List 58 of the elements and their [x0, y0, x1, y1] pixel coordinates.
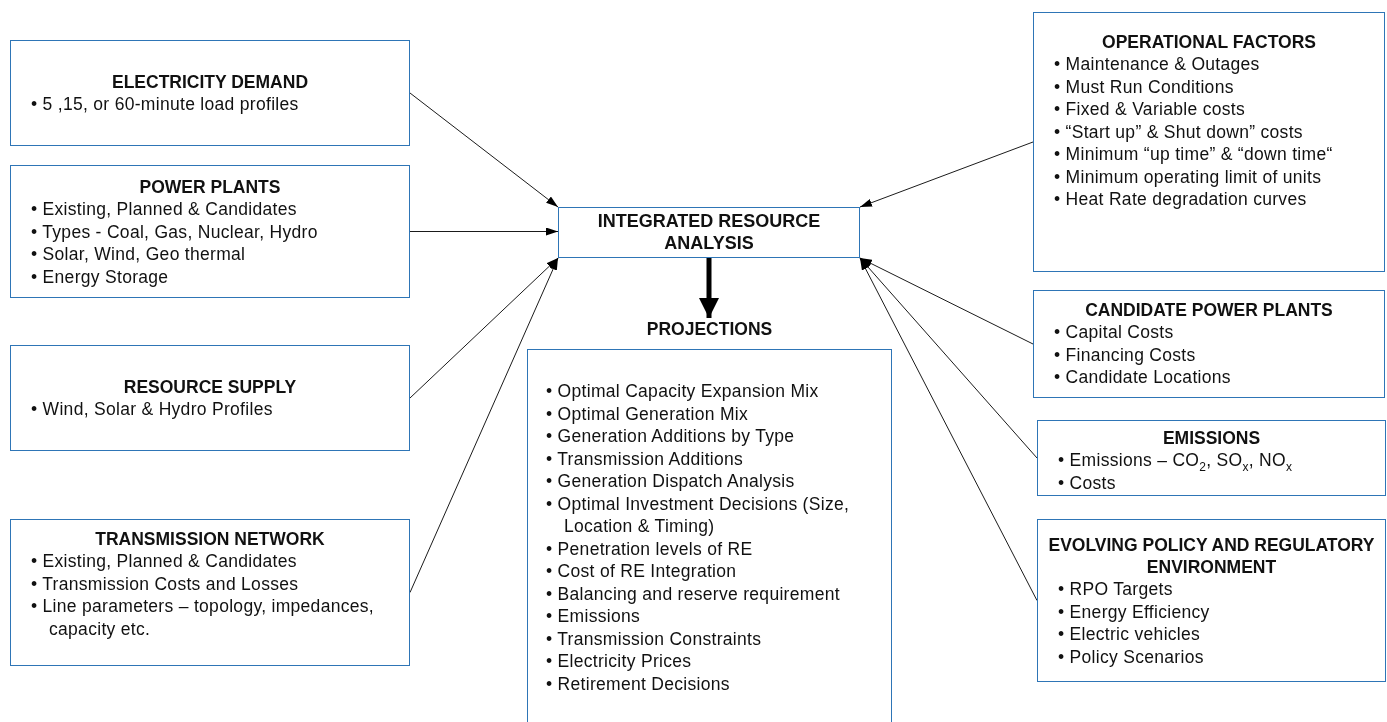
bullet-item: • Financing Costs: [1054, 343, 1197, 366]
bullet-item: • Costs: [1058, 471, 1117, 494]
input-box: [10, 519, 410, 666]
input-box: [10, 345, 410, 451]
bullet-item: • Balancing and reserve requirement: [546, 582, 841, 605]
bullet-item: • Wind, Solar & Hydro Profiles: [31, 398, 274, 421]
bullet-item: • Maintenance & Outages: [1054, 53, 1261, 76]
input-box: [1037, 420, 1386, 496]
box-heading: TRANSMISSION NETWORK: [95, 528, 325, 550]
bullet-item: • Existing, Planned & Candidates: [31, 550, 298, 573]
bullet-item: • RPO Targets: [1058, 578, 1174, 601]
hub-title: INTEGRATED RESOURCE ANALYSIS: [596, 210, 822, 254]
bullet-item: • Heat Rate degradation curves: [1054, 188, 1308, 211]
box-heading: PROJECTIONS: [646, 318, 773, 340]
input-box: [1033, 12, 1385, 272]
bullet-item: • Minimum operating limit of units: [1054, 165, 1323, 188]
arrow: [699, 258, 719, 318]
bullet-item: • Energy Storage: [31, 265, 170, 288]
bullet-item: • Optimal Generation Mix: [546, 402, 749, 425]
box-heading: RESOURCE SUPPLY: [123, 376, 297, 398]
box-heading: EMISSIONS: [1162, 427, 1261, 449]
input-box: [1033, 290, 1385, 398]
bullet-item: • Emissions: [546, 605, 642, 628]
bullet-item: • Transmission Additions: [546, 447, 745, 470]
input-box: [10, 40, 410, 146]
bullet-item: • Optimal Investment Decisions (Size, Location & Timing): [546, 492, 851, 538]
bullet-item: • Types - Coal, Gas, Nuclear, Hydro: [31, 220, 319, 243]
bullet-item: • 5 ,15, or 60-minute load profiles: [31, 93, 300, 116]
bullet-item: • Capital Costs: [1054, 321, 1175, 344]
bullet-item: • Line parameters – topology, impedances, capacity etc.: [31, 595, 375, 640]
bullet-item: • Fixed & Variable costs: [1054, 98, 1246, 121]
input-box: [10, 165, 410, 298]
bullet-item: • “Start up” & Shut down” costs: [1054, 120, 1304, 143]
box-heading: POWER PLANTS: [139, 176, 281, 198]
bullet-item: • Electricity Prices: [546, 650, 693, 673]
bullet-item: • Policy Scenarios: [1058, 645, 1205, 668]
bullet-item: • Cost of RE Integration: [546, 560, 738, 583]
bullet-item: • Retirement Decisions: [546, 672, 731, 695]
bullet-item: • Emissions – CO$_{2}$, SO$_{x}$, NO$_{x}$: [1058, 449, 1294, 472]
bullet-item: • Candidate Locations: [1054, 366, 1232, 389]
bullet-item: • Transmission Costs and Losses: [31, 572, 300, 595]
bullet-item: • Penetration levels of RE: [546, 537, 754, 560]
bullet-item: • Generation Additions by Type: [546, 425, 796, 448]
box-heading: OPERATIONAL FACTORS: [1102, 31, 1316, 53]
bullet-item: • Optimal Capacity Expansion Mix: [546, 380, 820, 403]
process-box: [558, 207, 860, 258]
bullet-item: • Energy Efficiency: [1058, 600, 1211, 623]
bullet-item: • Must Run Conditions: [1054, 75, 1235, 98]
bullet-item: • Solar, Wind, Geo thermal: [31, 243, 247, 266]
box-heading: ELECTRICITY DEMAND: [111, 71, 309, 93]
bullet-item: • Minimum “up time” & “down time“: [1054, 143, 1334, 166]
bullet-item: • Electric vehicles: [1058, 623, 1202, 646]
input-box: [1037, 519, 1386, 682]
bullet-item: • Generation Dispatch Analysis: [546, 470, 796, 493]
box-heading: EVOLVING POLICY AND REGULATORY ENVIRONMENT: [1048, 534, 1375, 578]
bullet-item: • Transmission Constraints: [546, 627, 763, 650]
box-heading: CANDIDATE POWER PLANTS: [1085, 299, 1333, 321]
bullet-item: • Existing, Planned & Candidates: [31, 198, 298, 221]
